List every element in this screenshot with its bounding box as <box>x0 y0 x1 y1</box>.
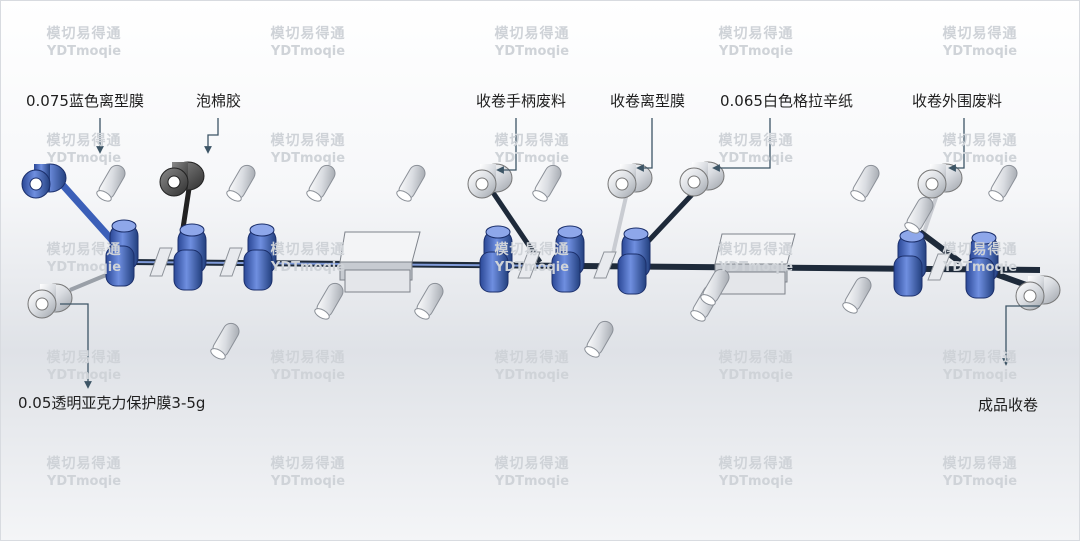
blue-nip-roller <box>479 225 513 293</box>
idle-rollers <box>96 164 1018 360</box>
blue-nip-roller <box>173 223 207 291</box>
label-rewind-outer-waste: 收卷外围废料 <box>912 92 1003 110</box>
spool-roll <box>1015 275 1061 311</box>
spools <box>21 161 1061 319</box>
die-press-1 <box>339 231 421 293</box>
blue-nip-roller <box>617 227 651 295</box>
idle-roller <box>700 268 730 306</box>
idle-roller <box>842 276 872 314</box>
label-blue-release-film: 0.075蓝色离型膜 <box>26 92 144 110</box>
spool-roll <box>607 163 653 199</box>
die-press-2 <box>714 233 796 295</box>
callout-arrows <box>60 118 1040 389</box>
label-white-glassine-paper: 0.065白色格拉辛纸 <box>720 92 853 110</box>
idle-roller <box>306 164 336 202</box>
idle-roller <box>96 164 126 202</box>
main-web <box>57 179 1042 293</box>
web-separators <box>149 247 951 281</box>
idle-roller <box>314 282 344 320</box>
spool-roll <box>679 161 725 197</box>
blue-nip-rollers <box>105 219 999 299</box>
blue-nip-roller <box>893 229 927 297</box>
label-clear-acrylic-protect-film: 0.05透明亚克力保护膜3-5g <box>18 394 206 412</box>
idle-roller <box>532 164 562 202</box>
spool-roll <box>21 163 67 199</box>
label-foam-tape: 泡棉胶 <box>196 92 242 110</box>
idle-roller <box>414 282 444 320</box>
blue-nip-roller <box>105 219 139 287</box>
blue-nip-roller <box>965 231 999 299</box>
label-rewind-release-film: 收卷离型膜 <box>610 92 686 110</box>
idle-roller <box>396 164 426 202</box>
label-finished-rewind: 成品收卷 <box>978 396 1039 414</box>
idle-roller <box>584 320 614 358</box>
idle-roller <box>210 322 240 360</box>
spool-roll <box>27 283 73 319</box>
label-rewind-handle-waste: 收卷手柄废料 <box>476 92 567 110</box>
blue-nip-roller <box>551 225 585 293</box>
blue-nip-roller <box>243 223 277 291</box>
idle-roller <box>988 164 1018 202</box>
spool-roll <box>159 161 205 197</box>
idle-roller <box>850 164 880 202</box>
idle-roller <box>904 196 934 234</box>
idle-roller <box>226 164 256 202</box>
spool-roll <box>917 163 963 199</box>
spool-roll <box>467 163 513 199</box>
